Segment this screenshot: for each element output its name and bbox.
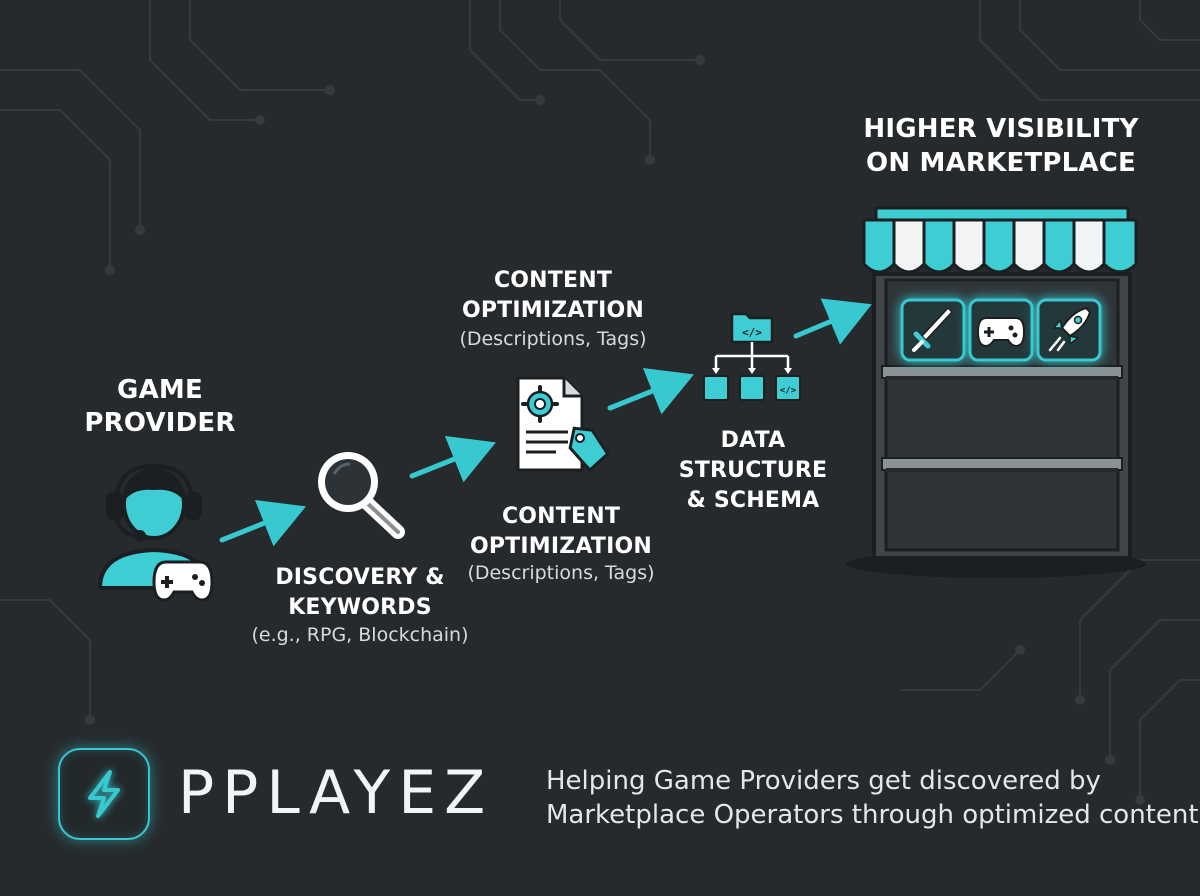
arrow-provider-to-discovery [219, 499, 306, 547]
document-gear-tag-icon [516, 376, 610, 473]
rocket-icon [1048, 306, 1092, 352]
storefront-icon [846, 206, 1146, 578]
svg-text:</>: </> [742, 326, 762, 339]
content-optimization-title-bottom: CONTENT OPTIMIZATION [469, 504, 653, 559]
gamepad-icon [152, 560, 214, 602]
gamer-headset-icon [98, 464, 210, 590]
content-optimization-subtitle-top: (Descriptions, Tags) [459, 328, 647, 350]
arrow-discovery-to-content [409, 435, 496, 483]
content-optimization-title-top: CONTENT OPTIMIZATION [461, 268, 645, 323]
marketplace-title: HIGHER VISIBILITY ON MARKETPLACE [863, 114, 1139, 178]
gamepad-icon [976, 317, 1026, 348]
logo-box[interactable] [58, 748, 150, 840]
tagline: Helping Game Providers get discovered by… [546, 766, 1200, 830]
sword-icon [912, 306, 954, 352]
game-provider-title: GAME PROVIDER [84, 375, 236, 438]
discovery-title: DISCOVERY & KEYWORDS [275, 565, 445, 620]
magnifier-icon [318, 452, 405, 539]
brand-name: PPLAYEZ [178, 758, 494, 828]
data-structure-title: DATA STRUCTURE & SCHEMA [678, 428, 828, 513]
svg-text:</>: </> [780, 386, 797, 396]
lightning-bolt-icon [88, 770, 120, 818]
content-optimization-subtitle-bottom: (Descriptions, Tags) [467, 562, 655, 584]
arrow-content-to-schema [607, 367, 694, 415]
folder-tree-code-icon: </> </> [703, 312, 801, 401]
arrow-schema-to-marketplace [793, 298, 872, 345]
discovery-subtitle: (e.g., RPG, Blockchain) [251, 624, 469, 646]
